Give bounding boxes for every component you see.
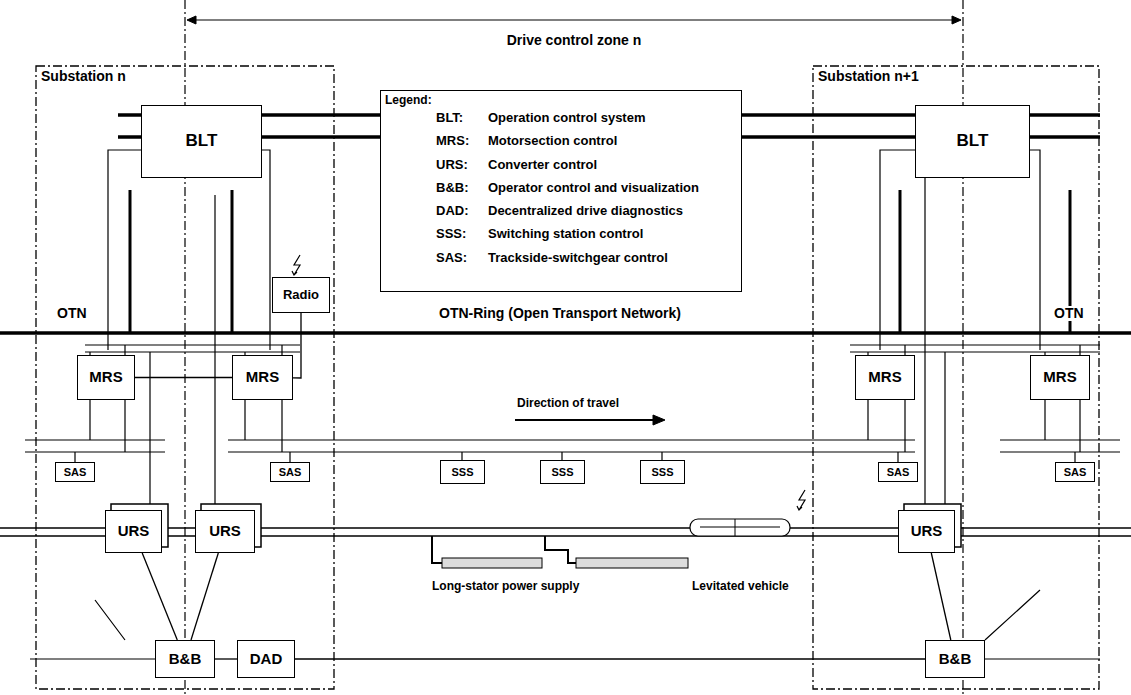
dimension-heads	[187, 16, 961, 24]
zone-dimension	[192, 19, 956, 20]
legend-box: Legend: BLT:Operation control systemMRS:M…	[380, 90, 742, 292]
box-label: MRS	[868, 369, 901, 386]
substation-title: Substation n	[41, 69, 126, 84]
urs-box: URS	[105, 510, 162, 553]
mrs-box: MRS	[855, 355, 915, 400]
legend-abbreviation: DAD:	[436, 204, 488, 218]
travel-arrow-head	[653, 415, 665, 425]
otn-ring	[0, 331, 1131, 335]
box-label: URS	[911, 523, 943, 540]
connector-line	[293, 313, 301, 378]
travel-arrow	[515, 419, 655, 421]
legend-grid: BLT:Operation control systemMRS:Motorsec…	[436, 111, 699, 265]
urs-box: URS	[898, 510, 955, 553]
box-label: BLT	[186, 132, 218, 151]
box-label: URS	[209, 523, 241, 540]
legend-abbreviation: SAS:	[436, 251, 488, 265]
legend-description: Motorsection control	[488, 134, 699, 148]
radio-box: Radio	[272, 277, 330, 313]
sss-box: SSS	[440, 460, 485, 484]
box-label: SSS	[651, 466, 673, 478]
urs-box: URS	[195, 510, 255, 553]
sss-box: SSS	[640, 460, 685, 484]
box-label: MRS	[89, 369, 122, 386]
box-label: URS	[118, 523, 150, 540]
blt-link	[880, 150, 1040, 350]
legend-abbreviation: BLT:	[436, 111, 488, 125]
box-label: SSS	[451, 466, 473, 478]
stator-section	[442, 558, 542, 568]
box-label: SAS	[887, 466, 910, 478]
diagram-label: Long-stator power supply	[430, 580, 581, 593]
box-label: B&B	[169, 651, 202, 668]
levitated-vehicle	[690, 519, 790, 536]
box-label: Radio	[283, 288, 319, 302]
mrs-bus	[85, 345, 1100, 352]
connector-line	[295, 658, 925, 659]
blt-box: BLT	[915, 105, 1030, 178]
legend-abbreviation: URS:	[436, 158, 488, 172]
legend-description: Switching station control	[488, 227, 699, 241]
radio-signal	[292, 255, 300, 275]
connector-line	[215, 658, 237, 659]
legend-abbreviation: MRS:	[436, 134, 488, 148]
mrs-box: MRS	[1030, 355, 1090, 400]
box-label: SSS	[551, 466, 573, 478]
legend-abbreviation: SSS:	[436, 227, 488, 241]
sas-box: SAS	[878, 462, 918, 482]
mrs-box: MRS	[77, 355, 135, 400]
blt-link	[108, 150, 270, 350]
diagram-label: Direction of travel	[515, 397, 621, 410]
bb-box: B&B	[925, 640, 985, 678]
converter-link	[150, 178, 945, 510]
mrs-tap	[90, 345, 1080, 355]
blt-box: BLT	[141, 105, 262, 178]
box-label: B&B	[939, 651, 972, 668]
box-label: SAS	[279, 466, 302, 478]
diagram-label: OTN-Ring (Open Transport Network)	[437, 306, 683, 321]
box-label: MRS	[246, 369, 279, 386]
dad-box: DAD	[237, 640, 295, 678]
legend-description: Converter control	[488, 158, 699, 172]
substation-box: Substation n+1BLT MRS MRS SAS SAS URS B&B	[812, 65, 1100, 690]
connector-line	[931, 553, 951, 640]
legend-description: Trackside-switchgear control	[488, 251, 699, 265]
field-bus	[25, 440, 1120, 452]
legend-abbreviation: B&B:	[436, 181, 488, 195]
legend-description: Operation control system	[488, 111, 699, 125]
box-label: DAD	[250, 651, 283, 668]
substation-title: Substation n+1	[818, 69, 919, 84]
diagram-label: OTN	[55, 306, 89, 321]
box-label: MRS	[1043, 369, 1076, 386]
diagram-label: OTN	[1052, 306, 1086, 321]
diagram-label: Drive control zone n	[505, 33, 644, 48]
legend-description: Operator control and visualization	[488, 181, 699, 195]
legend-description: Decentralized drive diagnostics	[488, 204, 699, 218]
box-label: SAS	[64, 466, 87, 478]
connector-line	[191, 553, 218, 640]
sss-box: SSS	[540, 460, 585, 484]
stator-section	[576, 558, 688, 568]
bb-box: B&B	[155, 640, 215, 678]
vehicle-detail	[700, 519, 780, 536]
stator-feeder	[432, 536, 576, 563]
diagram-label: Levitated vehicle	[690, 580, 791, 593]
legend-title: Legend:	[385, 94, 432, 107]
radio-signal	[797, 490, 805, 510]
substation-box: Substation n BLT RadioMRS MRS SAS SAS URS URS B&…	[35, 65, 335, 690]
connector-line	[142, 553, 177, 640]
connector-line	[135, 377, 232, 378]
sas-box: SAS	[270, 462, 310, 482]
mrs-box: MRS	[232, 355, 293, 400]
box-label: BLT	[957, 132, 989, 151]
substation-border	[813, 66, 1099, 689]
otn-branch	[130, 190, 1070, 333]
substation-border	[36, 66, 334, 689]
sas-box: SAS	[1055, 462, 1095, 482]
box-label: SAS	[1064, 466, 1087, 478]
sas-box: SAS	[55, 462, 95, 482]
